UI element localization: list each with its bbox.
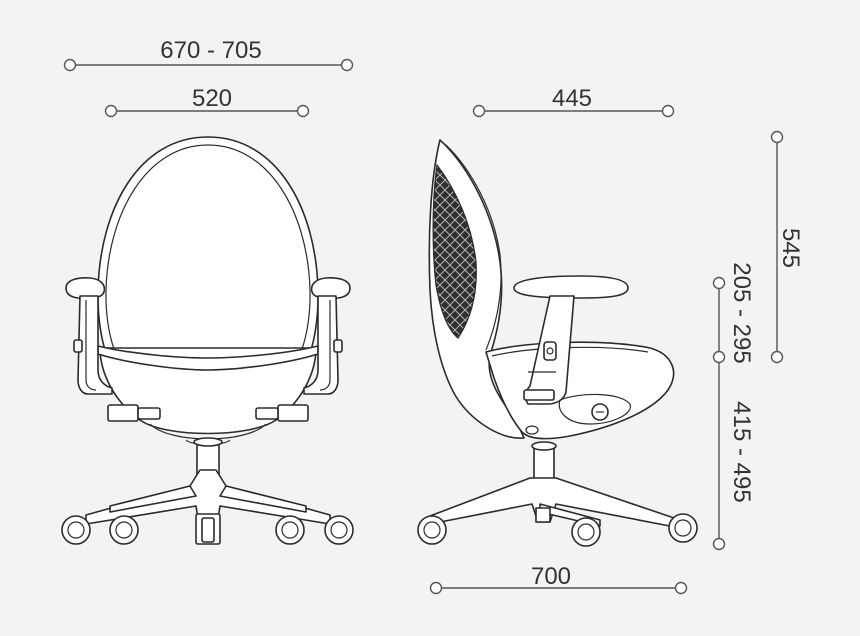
base-diameter-label: 700 (531, 563, 571, 590)
seat-height-label: 415 - 495 (728, 401, 755, 502)
dimension-backrest-height: 545 (770, 130, 804, 364)
seat-depth-label: 445 (552, 85, 592, 112)
chair-side-view (417, 139, 698, 547)
dimension-overall-width: 670 - 705 (63, 37, 354, 72)
backrest-height-label: 545 (777, 228, 804, 268)
dimension-seat-width: 520 (104, 85, 310, 118)
overall-width-label: 670 - 705 (160, 37, 261, 64)
dimension-seat-depth: 445 (472, 85, 675, 118)
dimension-base-diameter: 700 (429, 563, 688, 595)
dimension-armrest-and-seat-height: 205 - 295 415 - 495 (712, 262, 755, 551)
seat-width-label: 520 (192, 85, 232, 112)
chair-front-view (61, 136, 354, 545)
armrest-height-label: 205 - 295 (728, 262, 755, 363)
